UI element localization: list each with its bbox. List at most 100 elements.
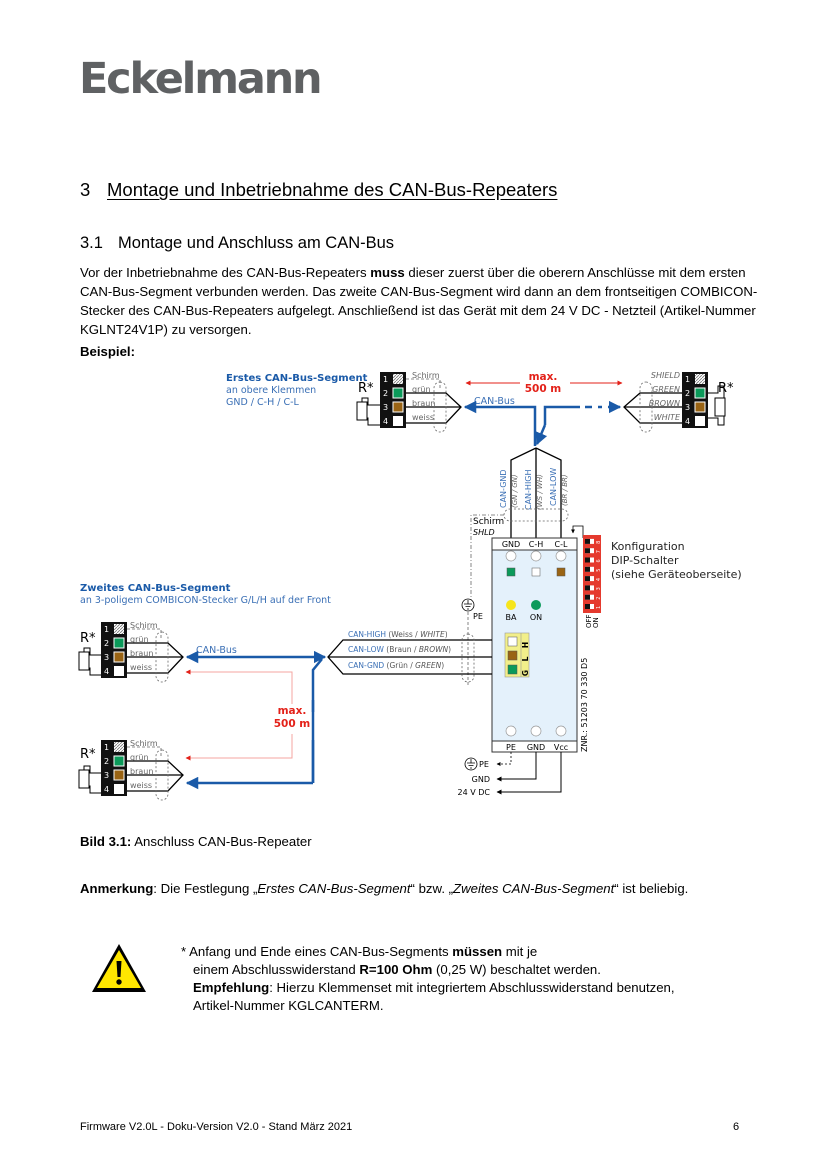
terminal-number: 1	[104, 743, 109, 752]
pe-ground-icon	[461, 598, 475, 612]
terminal-number: 4	[685, 417, 690, 426]
dip-switch-knob	[585, 566, 590, 572]
max-label: max.	[529, 371, 558, 383]
terminal-label: Vcc	[554, 743, 568, 752]
dip-label-2: DIP-Schalter	[611, 554, 679, 567]
wire-label: Schirm	[130, 739, 158, 748]
dip-switch-number: 1	[596, 606, 602, 609]
dip-switch-knob	[585, 576, 590, 582]
wire-label: braun	[412, 399, 435, 408]
dip-switch-number: 7	[596, 550, 602, 553]
vertical-wire-labels: CAN-GND (GN / GN) CAN-HIGH (WS / WH) CAN…	[499, 468, 569, 510]
wire-label: SHIELD	[651, 371, 680, 380]
intro-emphasis: muss	[370, 265, 405, 280]
led-label: BA	[506, 613, 517, 622]
dip-switch-number: 2	[596, 597, 602, 600]
front-wire-labels: CAN-HIGH (Weiss / WHITE) CAN-LOW (Braun …	[348, 630, 451, 670]
wire-label: weiss	[130, 663, 152, 672]
segment2-line1: an 3-poligem COMBICON-Stecker G/L/H auf …	[80, 595, 331, 606]
dip-switch-knob	[585, 538, 590, 544]
terminal-label: C-L	[555, 540, 568, 549]
segment1-title: Erstes CAN-Bus-Segment	[226, 373, 368, 384]
wire-name: CAN-GND	[499, 469, 508, 508]
eckelmann-logo: Eckelmann	[79, 54, 323, 104]
wire-label: grün	[412, 385, 431, 394]
intro-paragraph: Vor der Inbetriebnahme des CAN-Bus-Repea…	[80, 263, 760, 339]
dip-switch-number: 6	[596, 559, 602, 562]
warning-line: Artikel-Nummer KGLCANTERM.	[193, 998, 384, 1013]
can-bus-repeater-device: GND C-H C-L BA ON H L G PE GND Vcc ZNR.:…	[491, 537, 589, 753]
pe-label: PE	[473, 612, 483, 621]
dip-off-label: OFF	[585, 614, 593, 628]
warning-text: * Anfang und Ende eines CAN-Bus-Segments…	[181, 943, 761, 1015]
segment2-title: Zweites CAN-Bus-Segment	[80, 583, 231, 594]
warning-line: einem Abschlusswiderstand R=100 Ohm (0,2…	[193, 962, 601, 977]
front-wire-high: CAN-HIGH (Weiss / WHITE)	[348, 630, 448, 639]
caption-text: Anschluss CAN-Bus-Repeater	[131, 834, 312, 849]
intro-text: Vor der Inbetriebnahme des CAN-Bus-Repea…	[80, 265, 371, 280]
wire-label: Schirm	[130, 621, 158, 630]
led-ba	[506, 600, 516, 610]
terminal-label: C-H	[529, 540, 544, 549]
note-italic: Zweites CAN-Bus-Segment	[453, 881, 615, 896]
terminal-number: 2	[383, 389, 388, 398]
page-number: 6	[733, 1121, 740, 1133]
resistor-label: R*	[80, 631, 96, 646]
terminal-block-middle-left: R* 1 2 3 4 Schirm grün braun weiss	[78, 621, 184, 683]
combicon-pin: H	[521, 642, 530, 648]
terminal-number: 3	[685, 403, 690, 412]
note-text: “ ist beliebig.	[614, 881, 689, 896]
wire-label: GREEN	[652, 385, 680, 394]
section-number: 3.1	[80, 234, 103, 252]
wire-sub: (GN / GN)	[511, 474, 519, 508]
chapter-title: Montage und Inbetriebnahme des CAN-Bus-R…	[107, 179, 558, 200]
terminal-number: 3	[104, 771, 109, 780]
terminal-number: 4	[104, 785, 109, 794]
can-bus-line-top	[463, 400, 537, 446]
note-text: “ bzw. „	[410, 881, 454, 896]
note-text: : Die Festlegung „	[153, 881, 258, 896]
distance-label: 500 m	[525, 383, 562, 395]
power-label-24vdc: 24 V DC	[458, 788, 491, 797]
wire-label: braun	[130, 767, 153, 776]
warning-line: * Anfang und Ende eines CAN-Bus-Segments…	[181, 944, 538, 959]
footer-version: Firmware V2.0L - Doku-Version V2.0 - Sta…	[80, 1121, 353, 1133]
distance-label: 500 m	[274, 718, 311, 730]
resistor-label: R*	[358, 381, 374, 396]
shield-label-en: SHLD	[473, 528, 495, 537]
can-bus-label: CAN-Bus	[196, 645, 237, 656]
front-wire-low: CAN-LOW (Braun / BROWN)	[348, 645, 451, 654]
wire-sub: (WS / WH)	[536, 474, 544, 510]
dip-switch-knob	[585, 594, 590, 600]
terminal-block-top-right: 1 2 3 4 R* SHIELD GREEN BROWN WHITE	[623, 371, 734, 433]
wire-name: CAN-HIGH	[524, 469, 533, 510]
terminal-number: 3	[104, 653, 109, 662]
segment1-line2: GND / C-H / C-L	[226, 397, 300, 408]
terminal-number: 1	[383, 375, 388, 384]
terminal-label: GND	[502, 540, 520, 549]
terminal-label: PE	[506, 743, 516, 752]
warning-line: Empfehlung: Hierzu Klemmenset mit integr…	[193, 980, 675, 995]
terminal-number: 1	[104, 625, 109, 634]
combicon-pin: G	[521, 670, 530, 676]
terminal-number: 2	[104, 639, 109, 648]
wiring-diagram: Erstes CAN-Bus-Segment an obere Klemmen …	[78, 371, 742, 801]
chapter-heading: 3 Montage und Inbetriebnahme des CAN-Bus-…	[80, 178, 557, 202]
wire-label: grün	[130, 635, 149, 644]
dip-switch-knob	[585, 557, 590, 563]
terminal-number: 2	[685, 389, 690, 398]
resistor-label: R*	[80, 747, 96, 762]
shield-label: Schirm	[473, 517, 504, 527]
note-italic: Erstes CAN-Bus-Segment	[257, 881, 411, 896]
dip-switch-number: 8	[596, 541, 602, 544]
segment1-line1: an obere Klemmen	[226, 385, 316, 396]
note-label: Anmerkung	[80, 881, 154, 896]
wire-label: Schirm	[412, 371, 440, 380]
terminal-label: GND	[527, 743, 545, 752]
dip-switch-knob	[585, 585, 590, 591]
dip-label-3: (siehe Geräteoberseite)	[611, 568, 742, 581]
terminal-number: 3	[383, 403, 388, 412]
chapter-number: 3	[80, 179, 91, 200]
